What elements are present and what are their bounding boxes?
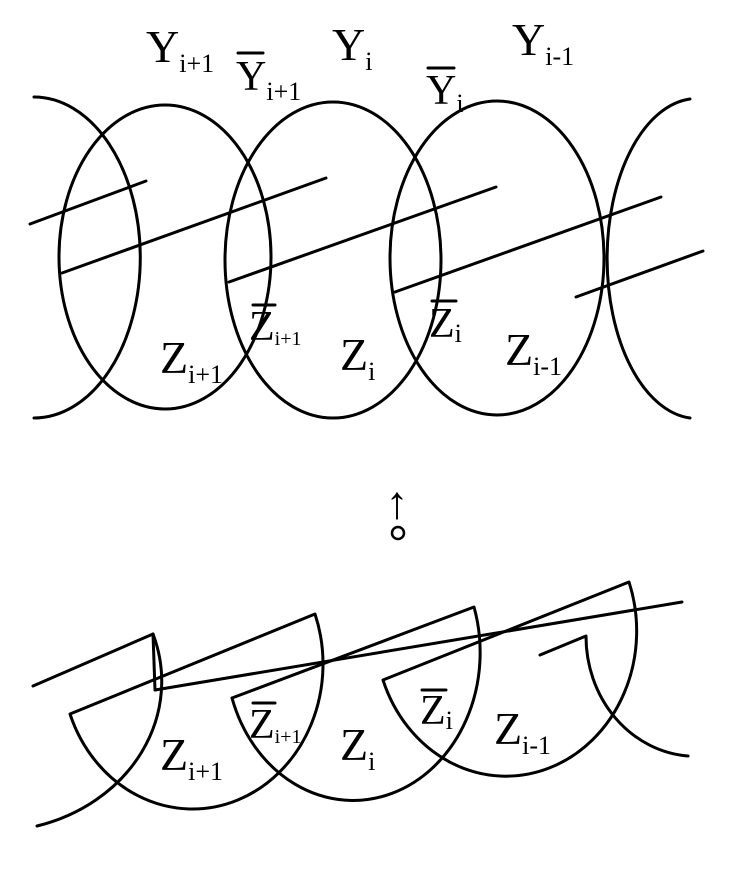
bottom-line-2 bbox=[151, 632, 157, 692]
label-z-i-minus-1: Zi-1 bbox=[505, 324, 562, 381]
label-ybar-i: Yi bbox=[426, 68, 464, 118]
left-edge-arc bbox=[32, 95, 142, 420]
label-z-i: Zi bbox=[340, 329, 375, 386]
top-figure: Yi+1 Yi+1 Yi Yi Yi-1 Zi+1 Zi Zi+1 Zi Zi-… bbox=[28, 14, 705, 420]
bottom-left-edge-arc bbox=[35, 632, 164, 828]
line-3 bbox=[227, 185, 498, 284]
half-disc-4 bbox=[538, 634, 690, 758]
line-4 bbox=[393, 195, 663, 294]
line-5 bbox=[574, 249, 705, 299]
ellipse-3 bbox=[388, 99, 606, 417]
bottom-label-z-i-plus-1: Zi+1 bbox=[160, 729, 223, 786]
bottom-label-zbar-i-plus-1: Zi+1 bbox=[249, 702, 302, 748]
label-y-i-plus-1: Yi+1 bbox=[146, 21, 214, 78]
right-edge-arc bbox=[605, 97, 692, 420]
bottom-line-3 bbox=[153, 600, 684, 692]
ellipse-2 bbox=[223, 100, 443, 420]
ellipse-1 bbox=[57, 103, 273, 411]
label-z-i-plus-1: Zi+1 bbox=[160, 332, 223, 389]
label-y-i-minus-1: Yi-1 bbox=[512, 14, 574, 71]
arrow-tail-circle bbox=[390, 525, 406, 541]
bottom-figure: Zi+1 Zi Zi+1 Zi Zi-1 bbox=[31, 580, 690, 828]
bottom-label-z-i-minus-1: Zi-1 bbox=[494, 703, 551, 760]
bottom-label-zbar-i: Zi bbox=[420, 688, 453, 735]
line-1 bbox=[28, 179, 148, 226]
arrow-up-icon: ↑ bbox=[386, 477, 409, 528]
label-ybar-i-plus-1: Yi+1 bbox=[236, 54, 301, 106]
bottom-line-1 bbox=[31, 632, 155, 688]
line-2 bbox=[60, 176, 328, 275]
bottom-label-z-i: Zi bbox=[340, 719, 375, 776]
half-disc-1 bbox=[68, 612, 325, 811]
label-y-i: Yi bbox=[332, 19, 372, 76]
half-disc-2 bbox=[230, 605, 482, 802]
map-arrow: ↑ bbox=[386, 477, 409, 541]
label-zbar-i: Zi bbox=[429, 301, 462, 348]
half-disc-3 bbox=[381, 580, 639, 778]
label-zbar-i-plus-1: Zi+1 bbox=[249, 304, 302, 350]
